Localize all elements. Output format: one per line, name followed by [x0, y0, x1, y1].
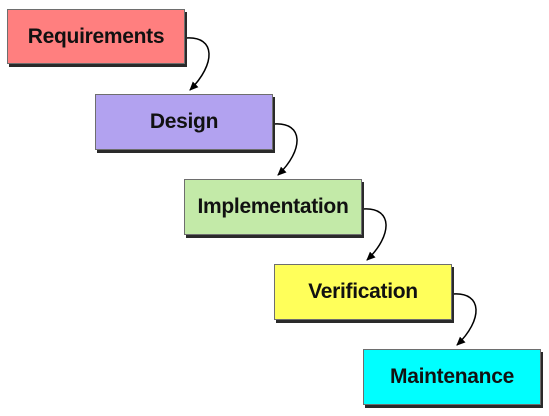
stage-box-verification: Verification	[274, 264, 452, 320]
stage-box-implementation: Implementation	[184, 179, 362, 235]
stage-box-maintenance: Maintenance	[363, 349, 541, 405]
stage-label-requirements: Requirements	[27, 24, 165, 48]
stage-label-implementation: Implementation	[197, 195, 349, 218]
stage-box-design: Design	[95, 94, 273, 150]
connector-arrow-design-implementation	[273, 123, 298, 176]
stage-label-design: Design	[149, 110, 219, 133]
connector-arrow-requirements-design	[185, 37, 210, 91]
connector-arrow-implementation-verification	[362, 208, 387, 261]
connector-arrow-verification-maintenance	[452, 293, 477, 346]
stage-box-requirements: Requirements	[7, 9, 185, 64]
stage-label-maintenance: Maintenance	[390, 365, 514, 388]
stage-label-verification: Verification	[308, 280, 418, 303]
